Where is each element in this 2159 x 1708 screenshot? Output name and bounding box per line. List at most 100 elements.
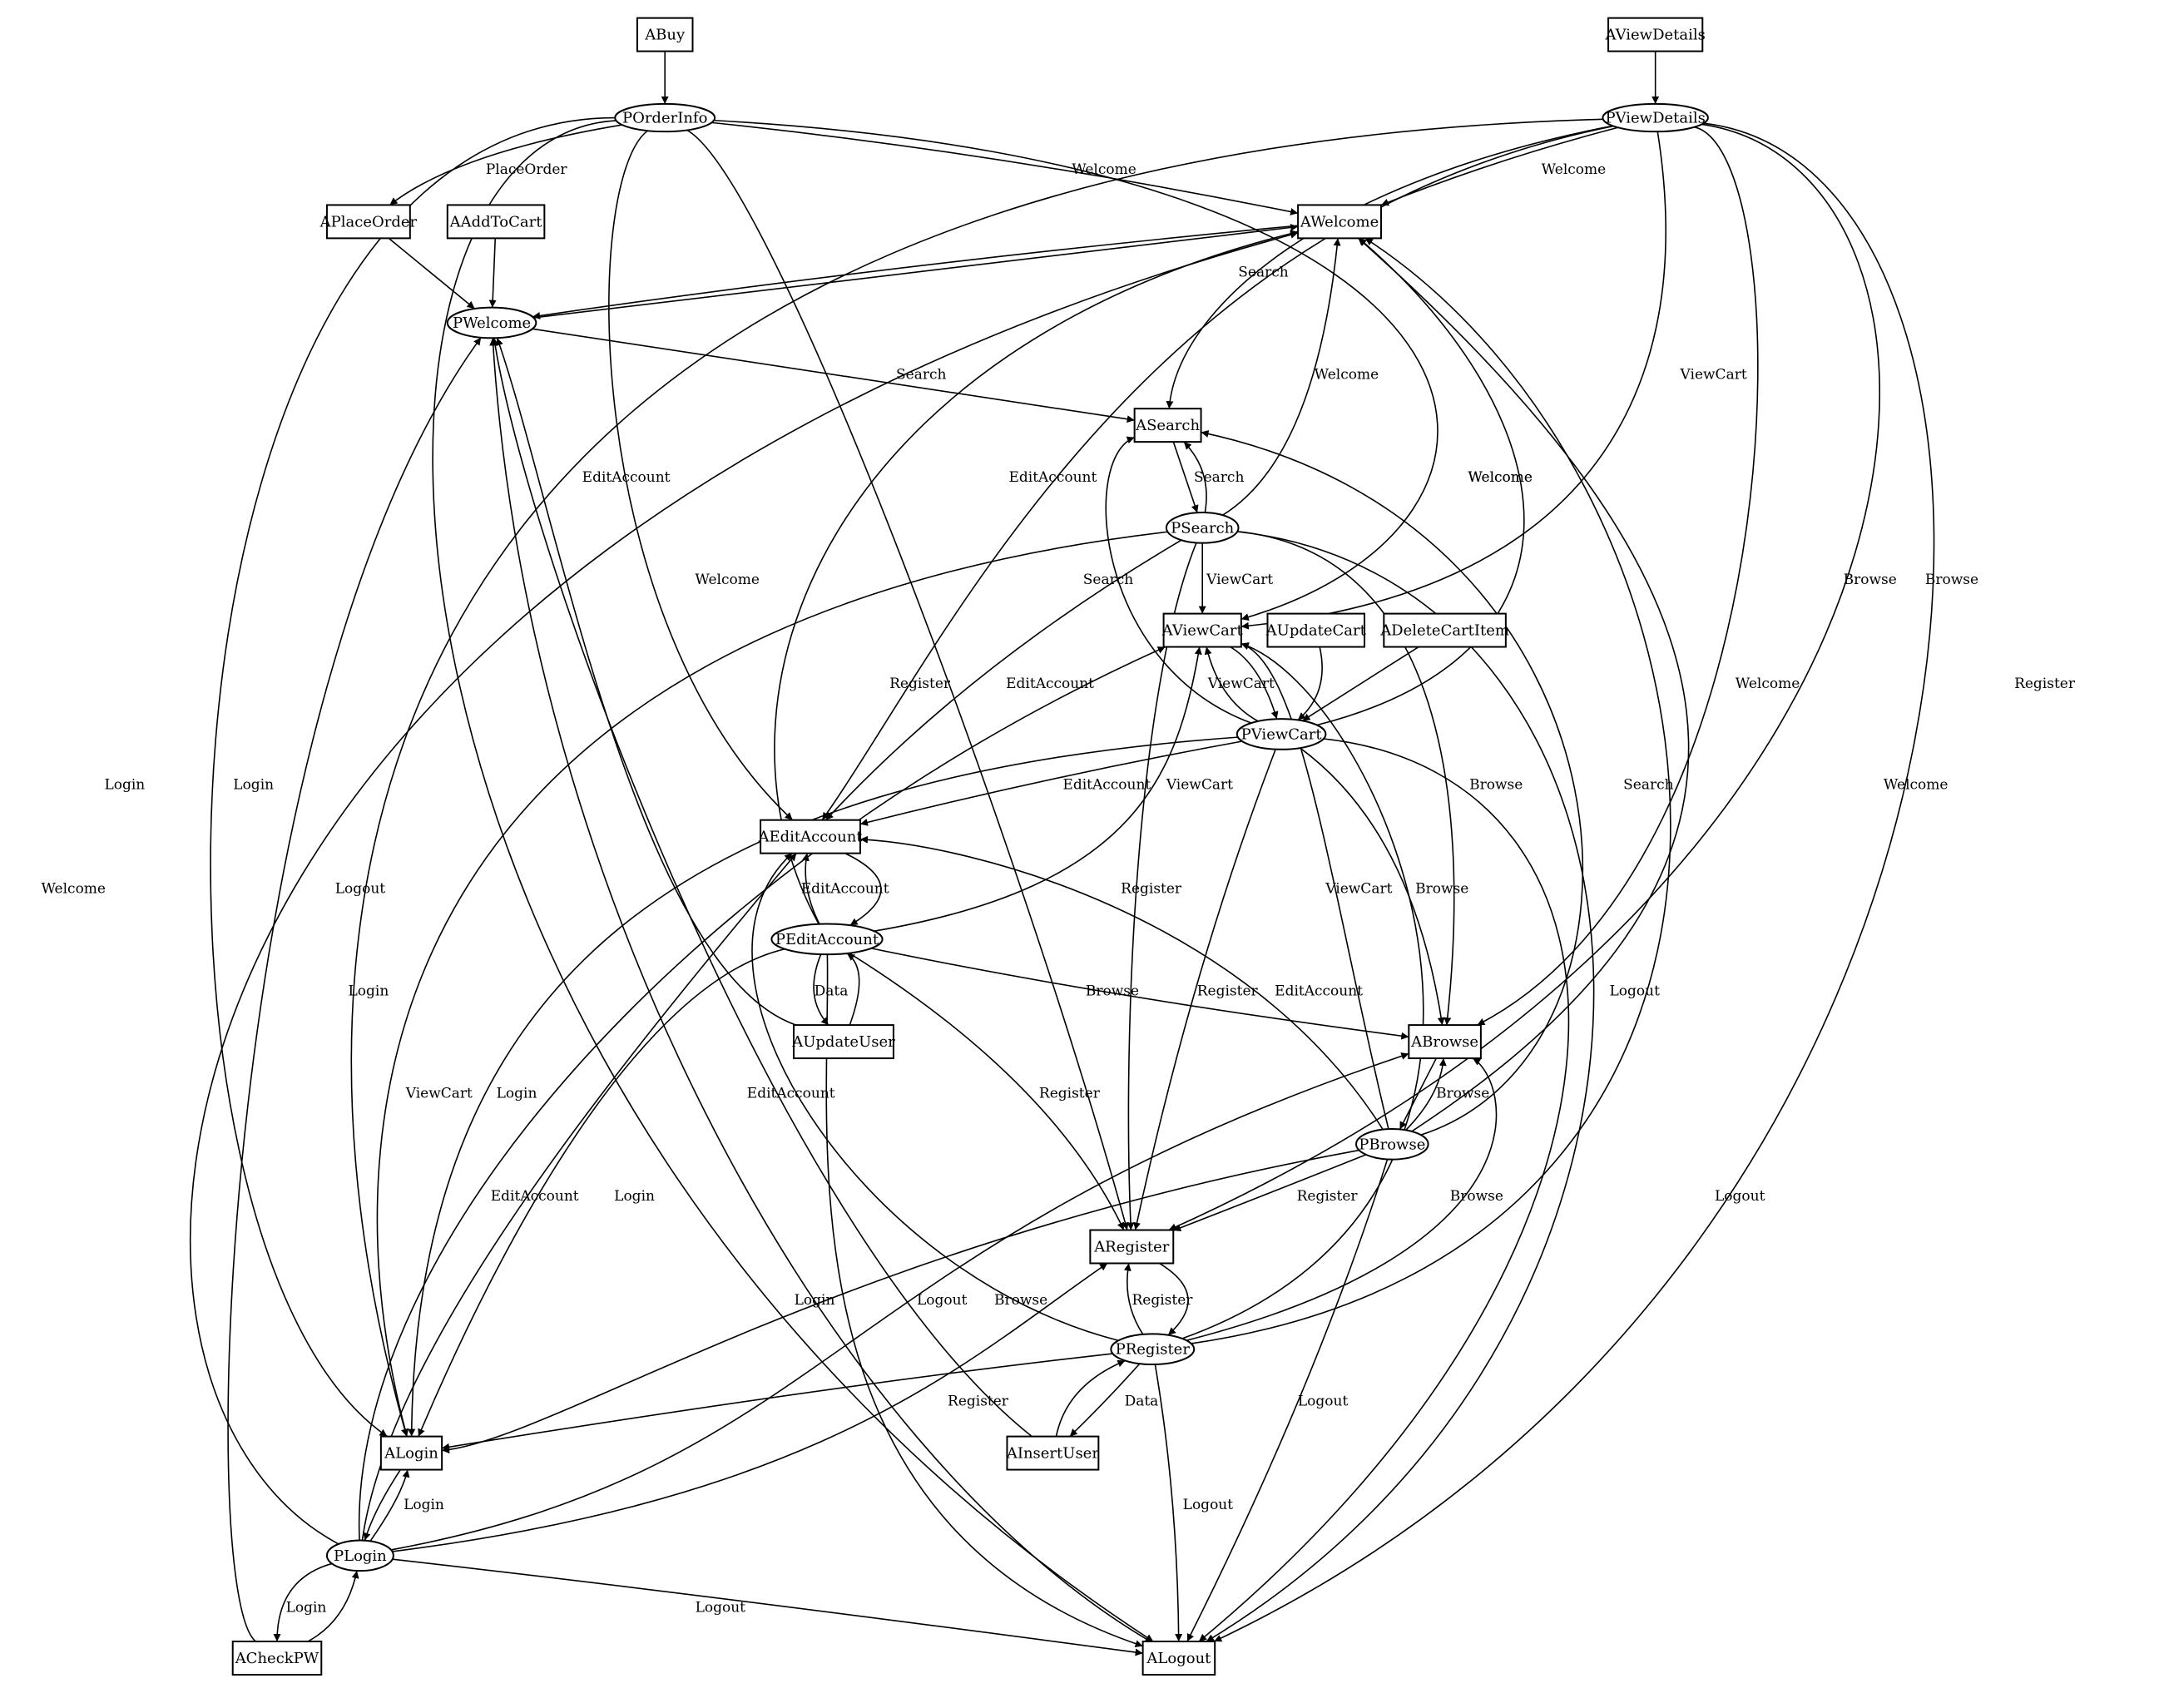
- edge-pregister-to-aeditaccount: [751, 853, 1119, 1342]
- edge-line: [488, 238, 497, 308]
- edge-pbrowse-to-aeditaccount: [859, 835, 1384, 1131]
- edge-line: [210, 116, 616, 1438]
- edge-line: [1158, 1262, 1189, 1336]
- edge-porderinfo-to-aeditaccount: [608, 130, 794, 821]
- edge-line: [532, 328, 1135, 423]
- edge-label: EditAccount: [1006, 676, 1094, 692]
- page-state-ellipse: [1165, 512, 1240, 544]
- edge-line: [1186, 1057, 1498, 1341]
- edge-label: Register: [1297, 1188, 1359, 1205]
- edge-pregister-to-aregister: [1123, 1263, 1144, 1335]
- edge-label: Search: [1623, 776, 1673, 793]
- edge-porderinfo-to-aplaceorder: [389, 124, 622, 206]
- edge-porderinfo-to-awelcome: [711, 121, 1299, 215]
- node-pviewcart: PViewCart: [1235, 718, 1327, 750]
- page-state-ellipse: [1110, 1333, 1196, 1366]
- edge-label: Login: [795, 1292, 835, 1309]
- node-abrowse: ABrowse: [1408, 1024, 1482, 1060]
- edge-line: [1198, 738, 1570, 1642]
- edge-line: [1168, 123, 1881, 1231]
- edge-label: Welcome: [1468, 469, 1533, 486]
- action-box: [793, 1024, 894, 1060]
- edge-label: ViewCart: [1680, 367, 1747, 384]
- node-peditaccount: PEditAccount: [770, 923, 884, 956]
- edge-adeletecartitem-to-pviewcart: [1302, 646, 1419, 722]
- action-box: [231, 1641, 323, 1676]
- edge-line: [1380, 126, 1618, 206]
- edge-psearch-to-alogin: [376, 531, 1168, 1437]
- edge-pregister-to-awelcome: [1191, 237, 1671, 1344]
- edge-line: [1358, 237, 1690, 1132]
- node-label: PBrowse: [1359, 1136, 1425, 1153]
- edges: [190, 51, 1935, 1656]
- edge-label: Login: [614, 1188, 655, 1205]
- edge-label: Welcome: [695, 572, 760, 588]
- edge-line: [844, 852, 882, 926]
- edge-label: Login: [104, 776, 145, 793]
- node-label: ACheckPW: [235, 1650, 319, 1667]
- edge-pviewdetails-to-alogout: [1213, 122, 1935, 1642]
- edge-line: [491, 338, 1032, 1438]
- edge-porderinfo-to-aregister: [686, 129, 1129, 1230]
- edge-pviewcart-to-alogout: [1198, 738, 1570, 1642]
- node-label: AUpdateUser: [791, 1033, 895, 1051]
- edge-pbrowse-to-aregister: [1172, 1154, 1367, 1232]
- edge-label: Login: [286, 1599, 327, 1616]
- edge-label: Logout: [696, 1599, 746, 1616]
- action-box: [1133, 408, 1202, 443]
- edge-line: [1105, 436, 1252, 724]
- node-label: POrderInfo: [622, 110, 707, 127]
- edge-abrowse-to-pbrowse: [1399, 1057, 1438, 1130]
- node-aeditaccount: AEditAccount: [757, 819, 863, 854]
- edge-line: [442, 1149, 1359, 1454]
- page-state-ellipse: [446, 306, 537, 339]
- edge-line: [408, 736, 1238, 1437]
- node-label: ALogin: [384, 1445, 438, 1463]
- edge-alogout-to-pwelcome: [489, 338, 1151, 1642]
- edge-line: [1206, 531, 1595, 1642]
- node-label: ASearch: [1135, 417, 1200, 434]
- edge-pbrowse-to-awelcome: [1358, 237, 1690, 1132]
- node-aregister: ARegister: [1089, 1229, 1175, 1265]
- edge-psearch-to-abrowse: [1237, 530, 1455, 1026]
- edge-aregister-to-pregister: [1158, 1262, 1189, 1336]
- page-state-ellipse: [1602, 102, 1709, 133]
- edge-line: [1166, 125, 1613, 409]
- node-plogin: PLogin: [325, 1539, 394, 1572]
- edge-acheckpw-to-pwelcome: [227, 337, 482, 1642]
- edge-line: [1302, 646, 1419, 722]
- node-pviewdetails: PViewDetails: [1602, 102, 1709, 133]
- edge-line: [392, 1262, 1108, 1552]
- edge-line: [874, 646, 1202, 933]
- edge-line: [392, 1558, 1143, 1656]
- node-label: PWelcome: [453, 314, 531, 332]
- edge-label: Browse: [1086, 983, 1139, 999]
- action-box: [1162, 612, 1242, 648]
- edge-line: [389, 124, 622, 206]
- node-awelcome: AWelcome: [1297, 204, 1383, 240]
- node-aaddtocart: AAddToCart: [446, 204, 546, 240]
- node-porderinfo: POrderInfo: [614, 102, 716, 133]
- node-alogout: ALogout: [1141, 1641, 1216, 1676]
- edge-label: Register: [1131, 1292, 1193, 1309]
- edge-peditaccount-to-aupdateuser: [813, 953, 829, 1026]
- edge-line: [751, 853, 1119, 1342]
- edge-pbrowse-to-asearch: [1201, 430, 1584, 1136]
- action-box: [1089, 1229, 1175, 1265]
- edge-aeditaccount-to-peditaccount: [844, 852, 882, 926]
- edge-pregister-to-alogout: [1154, 1364, 1183, 1642]
- edge-porderinfo-to-alogin: [210, 116, 616, 1438]
- edge-label: Register: [2014, 676, 2076, 692]
- edge-aaddtocart-to-pwelcome: [488, 238, 497, 308]
- edge-label: Login: [497, 1086, 537, 1102]
- edge-label: Browse: [1925, 572, 1978, 588]
- node-label: PRegister: [1116, 1341, 1191, 1359]
- edge-line: [390, 1052, 1409, 1551]
- edge-pviewcart-to-aeditaccount: [859, 740, 1243, 826]
- edge-label: Welcome: [1468, 469, 1533, 486]
- edge-line: [350, 118, 1603, 1437]
- edge-plogin-to-alogin: [369, 1469, 410, 1542]
- node-abuy: ABuy: [636, 17, 694, 52]
